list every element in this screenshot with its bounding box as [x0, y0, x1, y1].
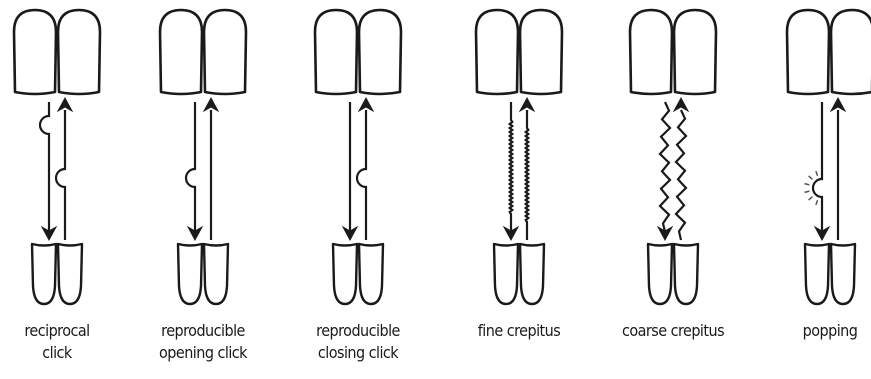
panel-1	[14, 10, 100, 304]
lower-left-tooth	[648, 244, 672, 304]
closing-arrowhead	[58, 98, 72, 111]
caption-line: reproducible	[291, 320, 426, 342]
upper-right-tooth	[520, 10, 562, 94]
upper-right-tooth	[831, 10, 871, 94]
upper-left-tooth	[630, 10, 672, 94]
lower-right-tooth	[359, 244, 383, 304]
opening-path-line	[186, 102, 195, 232]
caption-coarse-crepitus: coarse crepitus	[606, 320, 741, 342]
caption-reciprocal-click: reciprocal click	[0, 320, 125, 364]
panel-4	[476, 10, 562, 304]
pop-burst-mark	[816, 200, 818, 205]
pop-burst-mark	[805, 191, 810, 192]
lower-left-tooth	[32, 244, 56, 304]
upper-left-tooth	[315, 10, 357, 94]
caption-reproducible-opening-click: reproducible opening click	[136, 320, 271, 364]
closing-arrowhead	[359, 98, 373, 111]
upper-right-tooth	[674, 10, 716, 94]
lower-right-tooth	[520, 244, 544, 304]
caption-line: fine crepitus	[452, 320, 587, 342]
caption-fine-crepitus: fine crepitus	[452, 320, 587, 342]
closing-path-line	[357, 110, 366, 240]
lower-left-tooth	[494, 244, 518, 304]
caption-reproducible-closing-click: reproducible closing click	[291, 320, 426, 364]
closing-path-line	[56, 110, 65, 240]
pop-burst-mark	[809, 176, 813, 179]
opening-path-line	[660, 102, 670, 232]
lower-right-tooth	[831, 244, 855, 304]
caption-line: closing click	[291, 342, 426, 364]
lower-right-tooth	[204, 244, 228, 304]
upper-right-tooth	[58, 10, 100, 94]
pop-burst-mark	[805, 184, 810, 185]
caption-line: reciprocal	[0, 320, 125, 342]
caption-line: reproducible	[136, 320, 271, 342]
lower-right-tooth	[58, 244, 82, 304]
upper-left-tooth	[14, 10, 56, 94]
caption-line: coarse crepitus	[606, 320, 741, 342]
panel-3	[315, 10, 401, 304]
upper-left-tooth	[476, 10, 518, 94]
opening-path-line	[813, 102, 822, 232]
upper-left-tooth	[787, 10, 829, 94]
lower-left-tooth	[805, 244, 829, 304]
lower-left-tooth	[178, 244, 202, 304]
pop-burst-mark	[816, 171, 818, 176]
closing-arrowhead	[674, 98, 688, 111]
closing-arrowhead	[204, 98, 218, 111]
lower-left-tooth	[333, 244, 357, 304]
upper-right-tooth	[359, 10, 401, 94]
panel-6	[787, 10, 871, 304]
closing-arrowhead	[831, 98, 845, 111]
closing-path-line	[676, 110, 686, 240]
upper-right-tooth	[204, 10, 246, 94]
pop-burst-mark	[809, 197, 813, 200]
caption-line: opening click	[136, 342, 271, 364]
opening-path-line	[40, 102, 49, 232]
panel-2	[160, 10, 246, 304]
closing-path-line	[526, 110, 529, 240]
caption-line: popping	[763, 320, 871, 342]
lower-right-tooth	[674, 244, 698, 304]
caption-popping: popping	[763, 320, 871, 342]
closing-arrowhead	[520, 98, 534, 111]
upper-left-tooth	[160, 10, 202, 94]
panel-5	[630, 10, 716, 304]
opening-path-line	[510, 102, 513, 232]
caption-line: click	[0, 342, 125, 364]
